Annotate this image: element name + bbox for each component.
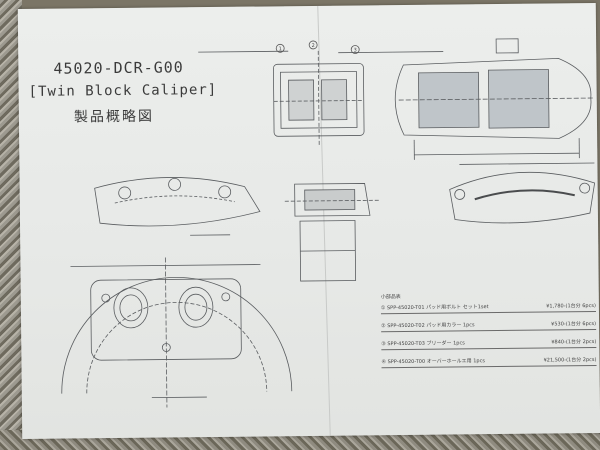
parts-list: 小部品表 ① SPP-45020-T01 パッド用ボルト セット1set ¥1,… — [381, 293, 597, 378]
callout-circle — [350, 45, 360, 54]
part-price: ¥840-(1台分 2pcs) — [551, 338, 597, 346]
part-label: ② SPP-45020-T02 パッド用カラー 1pcs — [381, 322, 475, 330]
part-label: ③ SPP-45020-T03 ブリーダー 1pcs — [381, 340, 465, 348]
front-view-with-rotor — [61, 257, 293, 408]
drawing-sheet: 1 2 3 45020-DCR-G00 [Twin Block Caliper]… — [17, 2, 600, 440]
caliper-technical-drawing: 1 2 3 — [61, 5, 596, 436]
side-elevation-left — [94, 177, 261, 236]
callout-label: 1 — [279, 46, 282, 52]
list-item: ③ SPP-45020-T03 ブリーダー 1pcs ¥840-(1台分 2pc… — [381, 338, 597, 351]
part-price: ¥21,500-(1台分 2pcs) — [543, 356, 597, 364]
part-price: ¥1,780-(1台分 6pcs) — [546, 303, 596, 310]
parts-list-heading: 小部品表 — [380, 294, 401, 301]
section-view-top — [198, 50, 444, 146]
part-label: ① SPP-45020-T01 パッド用ボルト セット1set — [380, 304, 489, 312]
drawing-name: [Twin Block Caliper] — [28, 81, 218, 100]
list-item: ④ SPP-45020-T00 オーバーホールエ用 1pcs ¥21,500-(… — [381, 356, 597, 369]
callout-circle — [275, 43, 285, 53]
callout-label: 3 — [354, 47, 357, 53]
side-elevation-right — [449, 162, 596, 224]
part-label: ④ SPP-45020-T00 オーバーホールエ用 1pcs — [381, 358, 485, 366]
list-item: ① SPP-45020-T01 パッド用ボルト セット1set ¥1,780-(… — [380, 303, 596, 315]
list-item: ② SPP-45020-T02 パッド用カラー 1pcs ¥530-(1台分 6… — [381, 320, 597, 333]
part-number: 45020-DCR-G00 — [53, 58, 184, 78]
callout-label: 2 — [312, 43, 315, 49]
drawing-subtitle: 製品概略図 — [73, 108, 154, 126]
table-background-left — [0, 0, 22, 450]
section-view-center — [284, 183, 380, 282]
top-plan-view — [394, 38, 594, 160]
part-price: ¥530-(1台分 6pcs) — [551, 320, 597, 328]
callout-circle — [308, 40, 318, 50]
